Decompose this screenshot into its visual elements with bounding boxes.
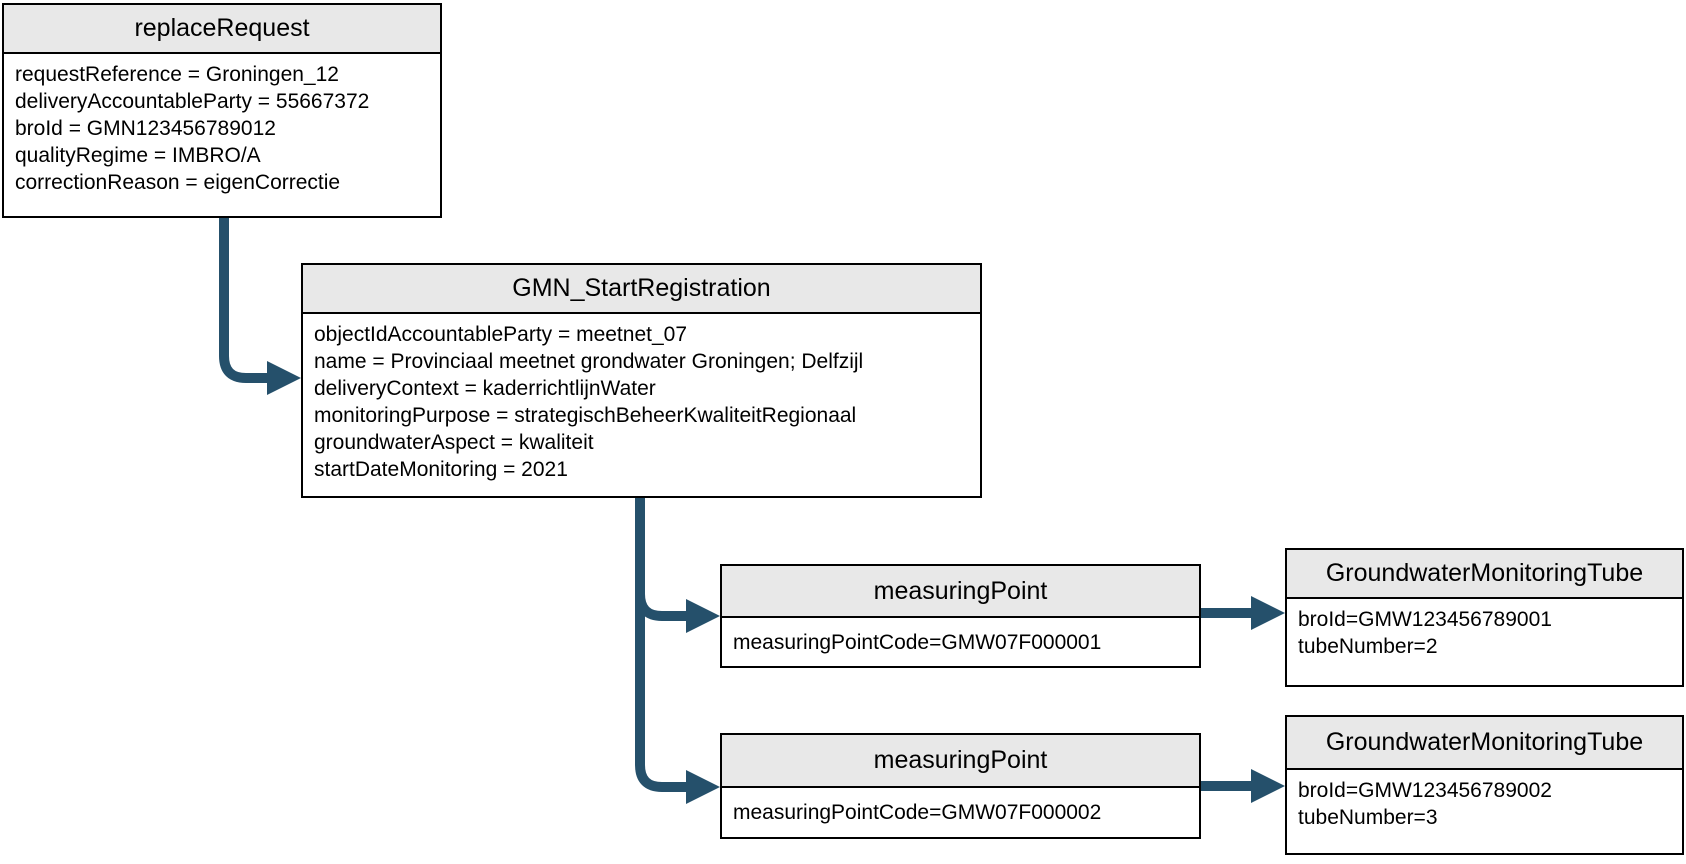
attribute-line: measuringPointCode=GMW07F000002: [733, 801, 1102, 824]
connector-measuringpoint2-to-tube2: [1201, 769, 1285, 803]
measuring-point-node-2: measuringPoint measuringPointCode=GMW07F…: [720, 733, 1201, 839]
node-attributes: broId=GMW123456789001 tubeNumber=2: [1287, 599, 1682, 667]
arrowhead-icon: [267, 361, 301, 395]
node-title: GMN_StartRegistration: [303, 265, 980, 314]
node-title: measuringPoint: [722, 735, 1199, 788]
measuring-point-node-1: measuringPoint measuringPointCode=GMW07F…: [720, 564, 1201, 668]
attribute-line: tubeNumber=3: [1298, 806, 1438, 829]
arrowhead-icon: [686, 770, 720, 804]
node-attributes: measuringPointCode=GMW07F000002: [722, 788, 1199, 833]
groundwater-monitoring-tube-node-2: GroundwaterMonitoringTube broId=GMW12345…: [1285, 715, 1684, 855]
node-title: measuringPoint: [722, 566, 1199, 618]
attribute-line: groundwaterAspect = kwaliteit: [314, 431, 594, 454]
node-attributes: requestReference = Groningen_12 delivery…: [4, 54, 440, 203]
attribute-line: broId=GMW123456789001: [1298, 608, 1552, 631]
groundwater-monitoring-tube-node-1: GroundwaterMonitoringTube broId=GMW12345…: [1285, 548, 1684, 687]
node-title: replaceRequest: [4, 5, 440, 54]
connector-replacerequest-to-gmn: [219, 218, 301, 395]
attribute-line: monitoringPurpose = strategischBeheerKwa…: [314, 404, 857, 427]
attribute-line: deliveryContext = kaderrichtlijnWater: [314, 377, 656, 400]
attribute-line: measuringPointCode=GMW07F000001: [733, 631, 1102, 654]
gmn-start-registration-node: GMN_StartRegistration objectIdAccountabl…: [301, 263, 982, 498]
node-attributes: measuringPointCode=GMW07F000001: [722, 618, 1199, 663]
attribute-line: correctionReason = eigenCorrectie: [15, 171, 341, 194]
connector-gmn-to-measuringpoint-2: [635, 498, 720, 804]
attribute-line: requestReference = Groningen_12: [15, 63, 339, 86]
arrowhead-icon: [686, 599, 720, 633]
attribute-line: tubeNumber=2: [1298, 635, 1438, 658]
arrowhead-icon: [1251, 769, 1285, 803]
attribute-line: deliveryAccountableParty = 55667372: [15, 90, 370, 113]
node-attributes: broId=GMW123456789002 tubeNumber=3: [1287, 770, 1682, 838]
attribute-line: objectIdAccountableParty = meetnet_07: [314, 323, 687, 346]
node-title: GroundwaterMonitoringTube: [1287, 717, 1682, 770]
attribute-line: name = Provinciaal meetnet grondwater Gr…: [314, 350, 864, 373]
node-title: GroundwaterMonitoringTube: [1287, 550, 1682, 599]
attribute-line: broId = GMN123456789012: [15, 117, 276, 140]
connector-gmn-to-measuringpoint-1: [635, 498, 720, 633]
attribute-line: qualityRegime = IMBRO/A: [15, 144, 261, 167]
replace-request-node: replaceRequest requestReference = Gronin…: [2, 3, 442, 218]
node-attributes: objectIdAccountableParty = meetnet_07 na…: [303, 314, 980, 490]
connector-measuringpoint1-to-tube1: [1201, 596, 1285, 630]
attribute-line: broId=GMW123456789002: [1298, 779, 1552, 802]
arrowhead-icon: [1251, 596, 1285, 630]
attribute-line: startDateMonitoring = 2021: [314, 458, 568, 481]
